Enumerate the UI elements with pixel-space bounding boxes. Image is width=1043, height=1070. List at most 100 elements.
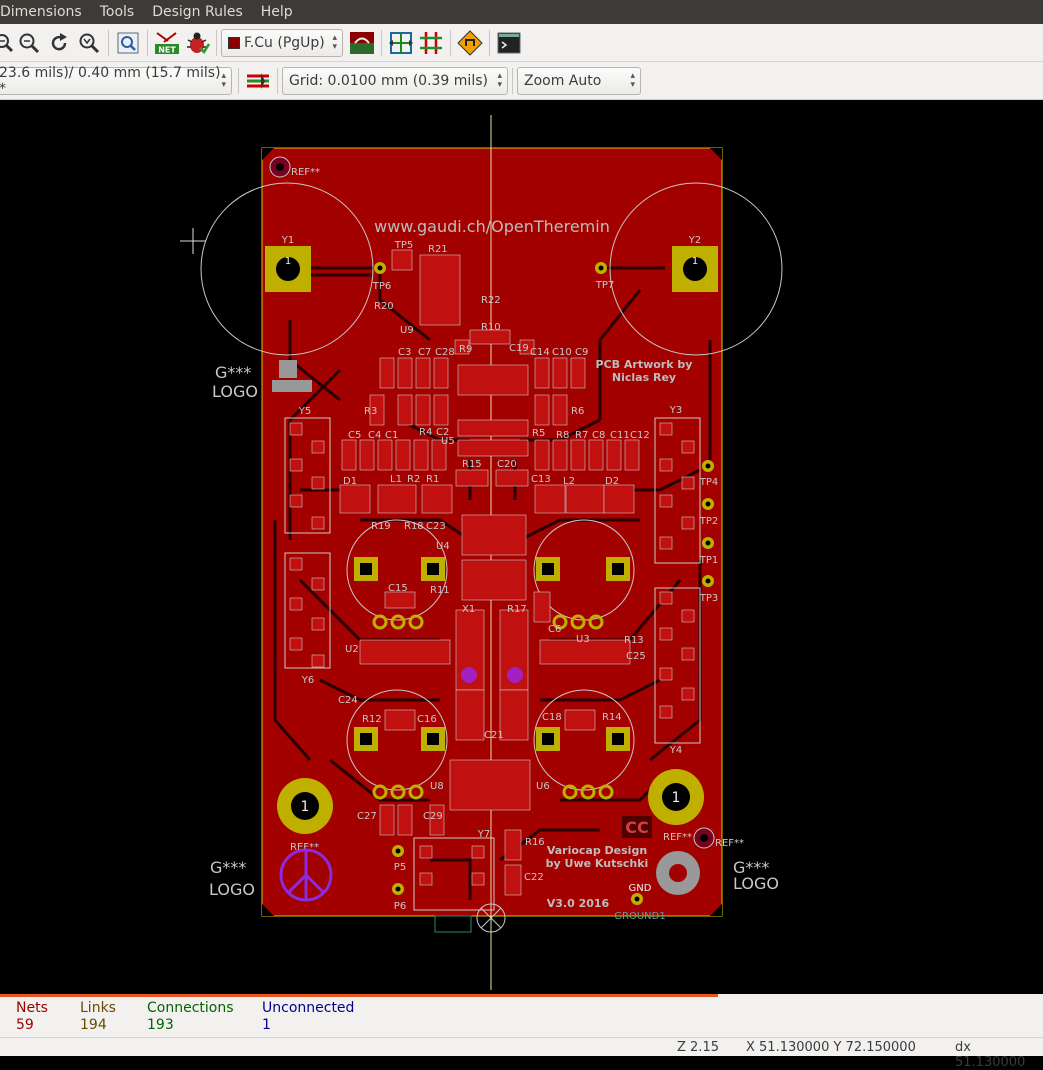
grid-label: Grid: 0.0100 mm (0.39 mils) [289, 72, 488, 89]
ref-label: R19 [371, 521, 391, 532]
ref-tp3: TP3 [699, 593, 719, 604]
ref-p6: P6 [394, 901, 406, 912]
zoom-fit-icon[interactable] [74, 28, 104, 58]
via [507, 667, 523, 683]
ref-label: X1 [462, 604, 475, 615]
ref-label: U6 [536, 781, 550, 792]
ref-label: C13 [531, 474, 551, 485]
track-width-select[interactable]: 23.6 mils)/ 0.40 mm (15.7 mils) * ▴▾ [0, 64, 232, 97]
ref-label: C8 [592, 430, 605, 441]
ref-label: R11 [430, 585, 450, 596]
highlight-icon[interactable] [455, 28, 485, 58]
zoom-out-icon[interactable] [14, 28, 44, 58]
pcb-drawing[interactable]: 1 1 Y1 Y2 www.gaudi.ch/OpenTheremin 1 1 … [0, 100, 1043, 994]
version-text: V3.0 2016 [547, 897, 610, 910]
ref-label: C12 [630, 430, 650, 441]
nets-stat: Nets 59 [16, 1000, 48, 1034]
menu-help[interactable]: Help [260, 4, 293, 20]
svg-text:NET: NET [158, 45, 176, 54]
logo-placeholder: G*** [733, 858, 769, 877]
artwork-credit: PCB Artwork by [596, 358, 693, 371]
ground-ref: GROUND1 [614, 911, 665, 922]
grid-icon[interactable] [416, 28, 446, 58]
menu-bar: Dimensions Tools Design Rules Help [0, 0, 1043, 24]
spin-arrows-icon: ▴▾ [497, 70, 502, 90]
ref-y1: Y1 [281, 235, 294, 246]
ref-label: C25 [626, 651, 646, 662]
ref-tp2: TP2 [699, 516, 719, 527]
ref-label: C28 [435, 347, 455, 358]
connections-label: Connections [147, 1000, 234, 1016]
ref-label: L1 [390, 474, 402, 485]
toolbar-separator [216, 29, 217, 56]
pcb-canvas[interactable]: 1 1 Y1 Y2 www.gaudi.ch/OpenTheremin 1 1 … [0, 100, 1043, 994]
ref-label: C23 [426, 521, 446, 532]
grid-select[interactable]: Grid: 0.0100 mm (0.39 mils) ▴▾ [282, 66, 508, 95]
ref-label: C29 [423, 811, 443, 822]
ref-label: U3 [576, 634, 590, 645]
layer-color-swatch [228, 36, 240, 49]
ref-label: R9 [459, 344, 472, 355]
ref-label: C18 [542, 712, 562, 723]
ref-label: R17 [507, 604, 527, 615]
ref-label: D1 [343, 476, 357, 487]
scripting-console-icon[interactable] [494, 28, 524, 58]
menu-tools[interactable]: Tools [99, 4, 135, 20]
ref-text: REF** [663, 832, 692, 843]
zoom-in-icon[interactable] [0, 28, 14, 58]
via [461, 667, 477, 683]
hole-y1 [276, 257, 300, 281]
layer-select[interactable]: F.Cu (PgUp) ▴▾ [221, 28, 343, 57]
unconnected-label: Unconnected [262, 1000, 355, 1016]
spin-arrows-icon: ▴▾ [221, 70, 226, 90]
ref-label: C16 [417, 714, 437, 725]
toolbar-separator [489, 29, 490, 56]
links-label: Links [80, 1000, 116, 1016]
ref-label: C14 [530, 347, 550, 358]
ref-label: C11 [610, 430, 630, 441]
via-size-icon[interactable] [243, 66, 273, 96]
menu-design-rules[interactable]: Design Rules [152, 4, 243, 20]
netlist-icon[interactable]: NET [152, 28, 182, 58]
menu-dimensions[interactable]: Dimensions [0, 4, 82, 20]
ref-label: R12 [362, 714, 382, 725]
ref-label: U8 [430, 781, 444, 792]
ref-y2: Y2 [688, 235, 701, 246]
layer-pair-icon[interactable] [347, 28, 377, 58]
zoom-select[interactable]: Zoom Auto ▴▾ [517, 66, 641, 95]
ref-label: R20 [374, 301, 394, 312]
unconnected-stat: Unconnected 1 [262, 1000, 354, 1034]
main-toolbar: NET F.Cu (PgUp) ▴▾ [0, 24, 1043, 62]
ref-tp7: TP7 [595, 280, 615, 291]
connections-stat: Connections 193 [147, 1000, 234, 1034]
track-width-label: 23.6 mils)/ 0.40 mm (15.7 mils) * [0, 64, 221, 97]
ref-label: C6 [548, 624, 561, 635]
ref-label: C22 [524, 872, 544, 883]
ref-label: U2 [345, 644, 359, 655]
zoom-label: Zoom Auto [524, 72, 602, 89]
autoroute-icon[interactable] [386, 28, 416, 58]
ref-label: D2 [605, 476, 619, 487]
ref-text: REF** [290, 842, 319, 853]
crosshair-cursor-icon [180, 228, 206, 254]
board-url-text: www.gaudi.ch/OpenTheremin [374, 217, 610, 236]
design-credit: by Uwe Kutschki [546, 857, 649, 870]
ref-label: C4 [368, 430, 381, 441]
ref-label: C9 [575, 347, 588, 358]
ref-y5: Y5 [298, 406, 311, 417]
ref-label: R13 [624, 635, 644, 646]
logo-placeholder: G*** [210, 858, 246, 877]
nets-label: Nets [16, 1000, 48, 1016]
ref-label: R4 [419, 427, 432, 438]
redraw-icon[interactable] [44, 28, 74, 58]
ref-label: R15 [462, 459, 482, 470]
header-pads [289, 422, 695, 886]
peace-symbol-icon [279, 848, 333, 902]
smd-pads [339, 249, 640, 896]
trimmer-pads [372, 614, 614, 800]
ref-label: R2 [407, 474, 420, 485]
zoom-selection-icon[interactable] [113, 28, 143, 58]
ref-label: C27 [357, 811, 377, 822]
drc-bug-icon[interactable] [182, 28, 212, 58]
ref-label: C2 [436, 427, 449, 438]
